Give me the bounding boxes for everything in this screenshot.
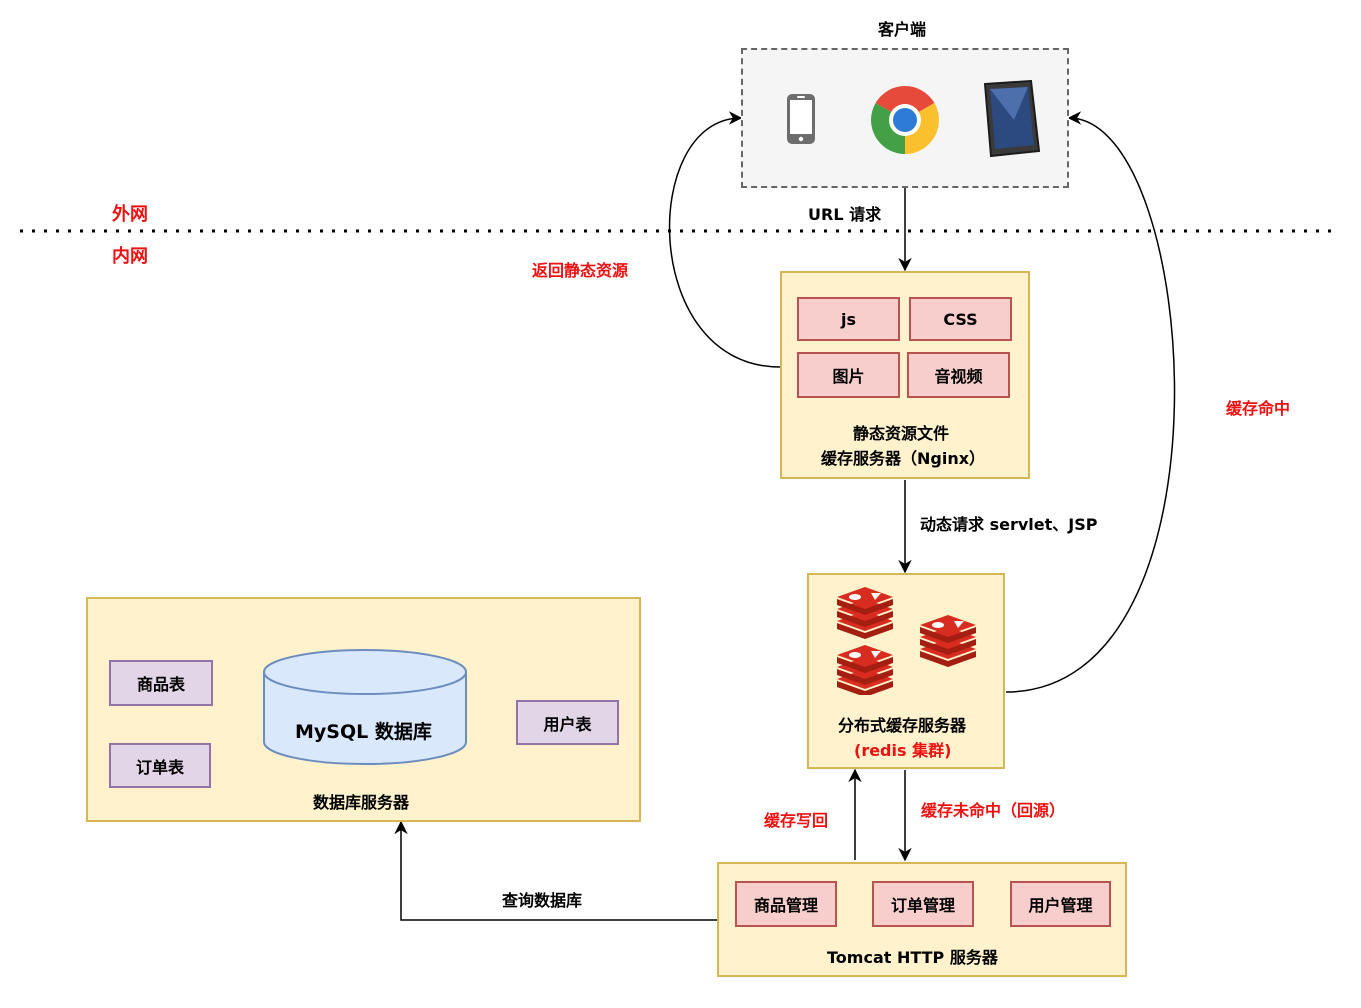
arrow-query-db: [394, 820, 717, 921]
order-management-module: 订单管理: [872, 881, 974, 927]
client-title: 客户端: [878, 20, 927, 39]
cache-hit-label: 缓存命中: [1226, 399, 1291, 418]
url-request-label: URL 请求: [808, 205, 882, 224]
goods-table: 商品表: [109, 660, 213, 706]
user-management-module: 用户管理: [1010, 881, 1111, 927]
arrow-cache-hit: [1005, 111, 1176, 693]
goods-management-module: 商品管理: [735, 881, 837, 927]
static-item-media: 音视频: [907, 352, 1010, 398]
tomcat-label: Tomcat HTTP 服务器: [827, 948, 998, 967]
static-item-js: js: [797, 297, 900, 341]
tablet-icon: [983, 80, 1041, 158]
user-table: 用户表: [516, 700, 619, 745]
chrome-browser-icon: [871, 86, 939, 154]
redis-icons: [837, 587, 976, 695]
internal-network-label: 内网: [112, 246, 148, 267]
dynamic-request-label: 动态请求 servlet、JSP: [920, 515, 1098, 534]
external-network-label: 外网: [112, 204, 148, 225]
cache-writeback-label: 缓存写回: [764, 811, 829, 830]
static-item-css: CSS: [909, 297, 1012, 341]
order-table: 订单表: [109, 743, 211, 788]
arrow-return-static: [668, 111, 781, 368]
cache-miss-label: 缓存未命中（回源）: [921, 801, 1066, 820]
nginx-label-line2: 缓存服务器（Nginx）: [821, 449, 986, 468]
static-item-images: 图片: [797, 352, 900, 398]
db-server-label: 数据库服务器: [313, 793, 410, 812]
redis-sublabel: (redis 集群): [854, 741, 952, 760]
mysql-label: MySQL 数据库: [295, 721, 432, 743]
nginx-label-line1: 静态资源文件: [853, 424, 950, 443]
mysql-cylinder: [263, 649, 467, 765]
query-db-label: 查询数据库: [502, 891, 583, 910]
mobile-phone-icon: [787, 94, 815, 144]
return-static-label: 返回静态资源: [532, 261, 629, 280]
redis-label: 分布式缓存服务器: [838, 716, 967, 735]
